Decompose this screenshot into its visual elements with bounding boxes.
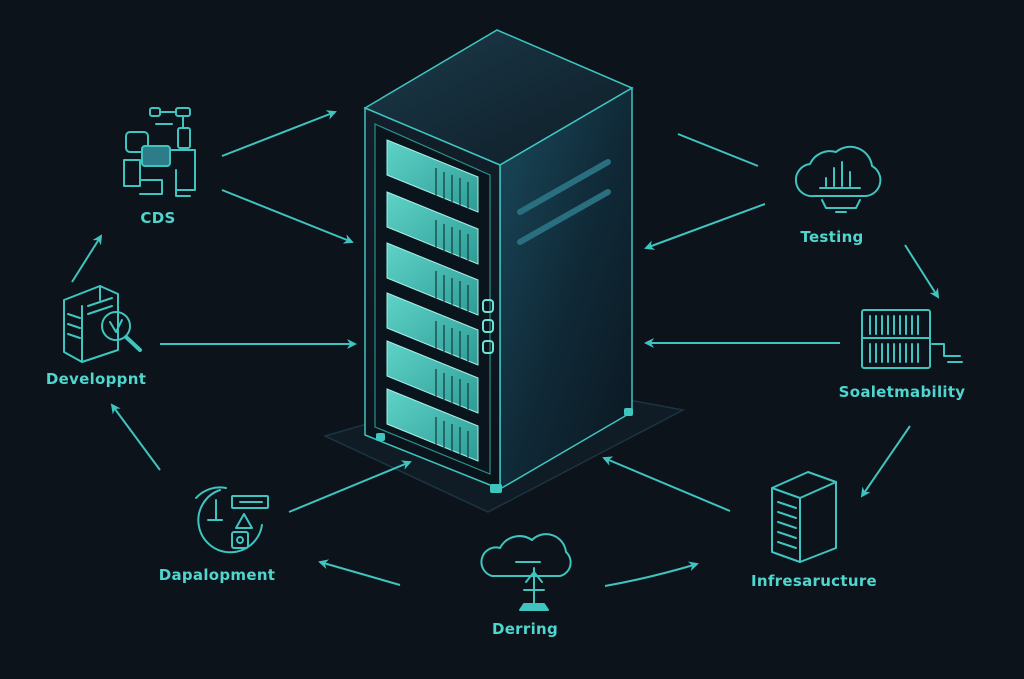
connector-rack-to-testing (677, 133, 759, 167)
node-label-testing: Testing (800, 228, 864, 246)
arrow-testing-to-rack (644, 203, 766, 250)
server-blades (386, 139, 479, 462)
node-label-deployment: Dapalopment (158, 566, 276, 584)
node-label-cds: CDS (140, 209, 176, 227)
arrow-deploying-to-infrastructure (604, 561, 699, 587)
arrow-deployment-to-development (110, 403, 161, 471)
node-label-scalability: Soaletmability (838, 383, 966, 401)
arrow-deploying-to-deployment (318, 559, 401, 586)
arrow-deployment-to-rack (288, 460, 412, 513)
server-magnifier-icon (63, 285, 142, 363)
arrow-scalability-to-infrastructure (860, 425, 911, 498)
node-label-development: Developpnt (45, 370, 147, 388)
rack-unit-icon (861, 309, 963, 369)
cloud-chart-icon (794, 145, 882, 213)
robot-arm-icon (123, 107, 196, 197)
arrow-development-to-cds (71, 234, 103, 283)
node-label-deploying: Derring (491, 620, 559, 638)
clock-document-icon (195, 486, 269, 554)
arrow-testing-to-scalability (904, 244, 940, 299)
arrow-cds-to-rack-upper (221, 110, 337, 157)
node-label-infrastructure: Infresaructure (751, 572, 877, 590)
cloud-upload-icon (480, 533, 572, 611)
flow-arrows (71, 110, 940, 587)
server-tower-icon (771, 471, 837, 563)
server-rack-icon (363, 29, 634, 493)
arrow-infrastructure-to-rack (602, 456, 731, 512)
arrow-cds-to-rack-lower (221, 189, 354, 244)
